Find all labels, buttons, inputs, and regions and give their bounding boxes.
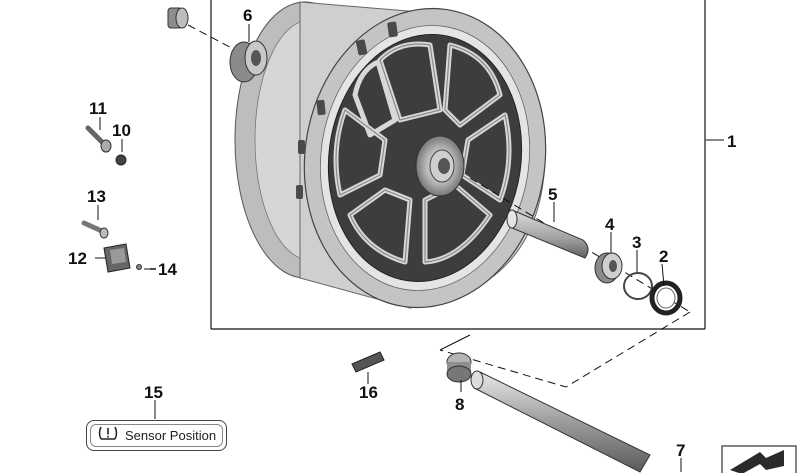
sensor-position-badge: Sensor Position <box>86 420 227 451</box>
wedge-16 <box>351 351 385 373</box>
callout-7: 7 <box>676 441 685 460</box>
callout-1: 1 <box>727 132 736 151</box>
callout-14: 14 <box>158 260 177 279</box>
product-label-corner <box>721 445 797 473</box>
wheel-rim <box>234 1 547 309</box>
callout-8: 8 <box>455 395 464 414</box>
assembly-frame <box>210 0 706 330</box>
bearing-6 <box>229 40 268 83</box>
tpms-sensor-12 <box>103 243 131 273</box>
bearing-4 <box>594 252 623 284</box>
tpms-warning-icon <box>97 424 119 447</box>
tpms-valve-13 <box>81 220 109 239</box>
callout-numbers: 1 2 3 4 5 6 7 8 10 11 12 13 14 15 16 <box>68 6 736 460</box>
callout-2: 2 <box>659 247 668 266</box>
axle-7 <box>470 370 651 473</box>
callout-3: 3 <box>632 233 641 252</box>
callout-15: 15 <box>144 383 163 402</box>
callout-5: 5 <box>548 185 557 204</box>
callout-13: 13 <box>87 187 106 206</box>
spacer-sleeve-5 <box>506 209 589 259</box>
callout-4: 4 <box>605 215 615 234</box>
sensor-position-badge-inner: Sensor Position <box>90 424 223 447</box>
bolt-top <box>167 7 189 29</box>
valve-stem-11 <box>85 125 112 153</box>
callout-16: 16 <box>359 383 378 402</box>
callout-11: 11 <box>89 99 107 118</box>
sensor-position-label: Sensor Position <box>125 428 217 443</box>
circlip-3 <box>623 272 653 300</box>
leader-lines <box>95 24 724 472</box>
tpms-screw-14 <box>136 264 142 270</box>
valve-cap-10 <box>115 154 127 166</box>
callout-6: 6 <box>243 6 252 25</box>
bushing-8 <box>446 352 472 383</box>
callout-12: 12 <box>68 249 87 268</box>
seal-2 <box>649 280 683 316</box>
callout-10: 10 <box>112 121 131 140</box>
